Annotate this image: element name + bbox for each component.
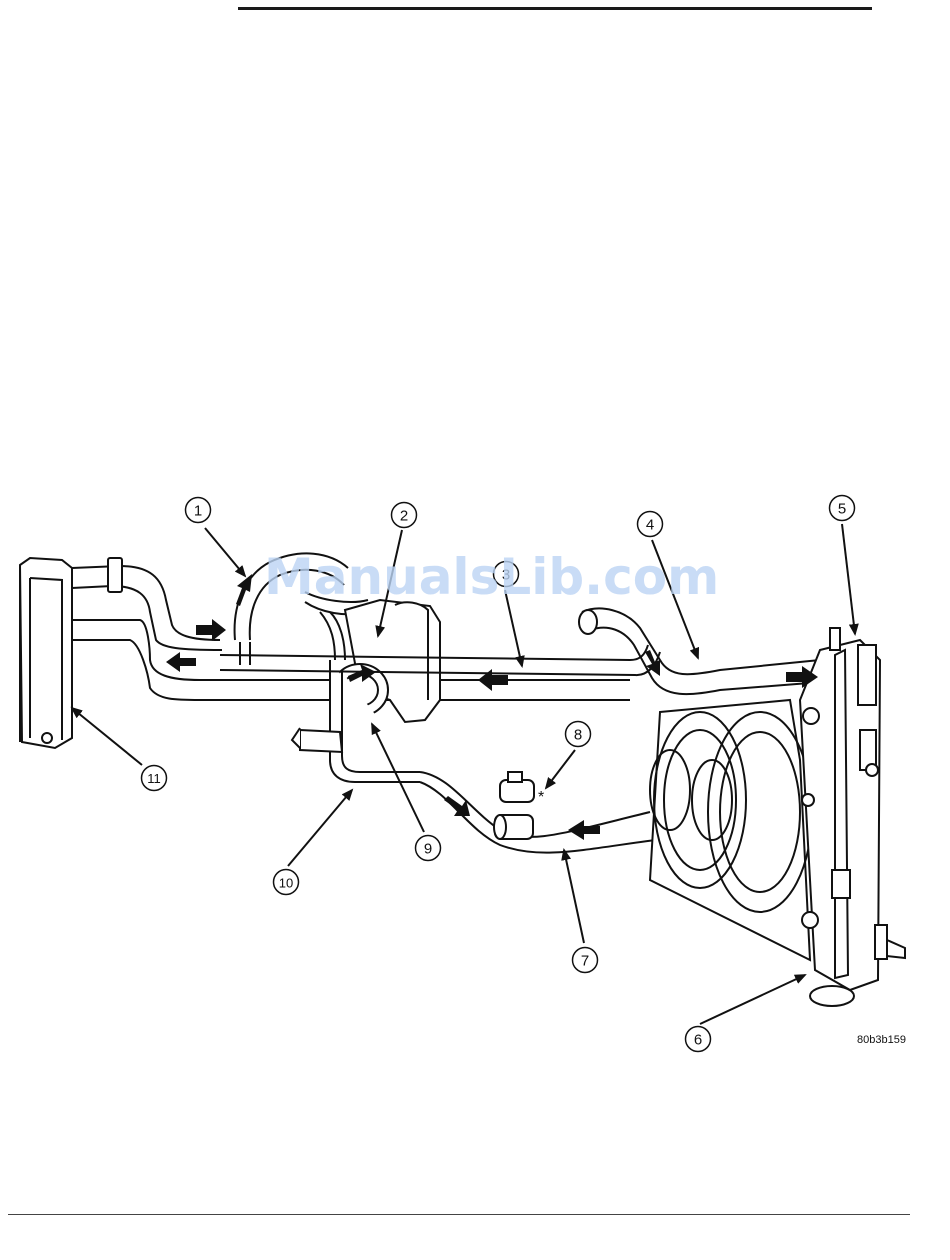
svg-text:10: 10 xyxy=(279,876,293,891)
svg-text:1: 1 xyxy=(194,503,202,520)
leader-7 xyxy=(564,850,584,943)
callout-5: 5 xyxy=(830,496,855,521)
upper-radiator-hose xyxy=(579,609,822,695)
callout-7: 7 xyxy=(573,948,598,973)
hose-fittings xyxy=(494,772,534,839)
callout-9: 9 xyxy=(416,836,441,861)
watermark: ManualsLib.com xyxy=(264,548,719,606)
svg-text:5: 5 xyxy=(838,501,846,518)
svg-text:11: 11 xyxy=(147,771,161,786)
hose-bracket xyxy=(292,728,342,752)
leader-1 xyxy=(205,528,245,576)
callout-6: 6 xyxy=(686,1027,711,1052)
heater-core xyxy=(20,558,72,748)
figure-code: 80b3b159 xyxy=(857,1034,906,1046)
leader-10 xyxy=(288,790,352,866)
lower-radiator-hose xyxy=(420,772,655,853)
callout-10: 10 xyxy=(274,870,299,895)
callout-2: 2 xyxy=(392,503,417,528)
callout-8: 8 xyxy=(566,722,591,747)
svg-text:2: 2 xyxy=(400,508,408,525)
callout-8-marker: * xyxy=(538,789,544,806)
bottom-rule xyxy=(8,1214,910,1215)
leader-8 xyxy=(546,750,575,788)
svg-text:6: 6 xyxy=(694,1032,702,1049)
radiator xyxy=(800,628,905,1006)
callout-4: 4 xyxy=(638,512,663,537)
fan-shroud xyxy=(650,700,812,960)
svg-text:7: 7 xyxy=(581,953,589,970)
leader-11 xyxy=(72,708,142,765)
svg-text:4: 4 xyxy=(646,517,654,534)
callout-1: 1 xyxy=(186,498,211,523)
engine-housing xyxy=(330,600,440,782)
leader-6 xyxy=(700,975,805,1024)
svg-text:9: 9 xyxy=(424,841,432,858)
svg-text:8: 8 xyxy=(574,727,582,744)
leader-5 xyxy=(842,524,855,634)
callout-11: 11 xyxy=(142,766,167,791)
